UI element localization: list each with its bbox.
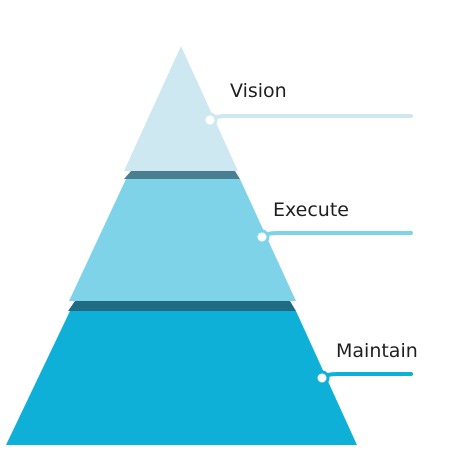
pyramid-band-1 xyxy=(124,171,240,179)
label-execute: Execute xyxy=(273,199,349,221)
pyramid-level-maintain xyxy=(6,311,357,445)
connector-execute xyxy=(254,229,413,245)
connector-maintain xyxy=(314,370,413,386)
label-vision: Vision xyxy=(230,80,287,102)
pyramid-level-execute xyxy=(69,179,296,301)
pyramid-level-vision xyxy=(124,46,238,171)
connector-vision xyxy=(202,112,413,128)
label-maintain: Maintain xyxy=(336,340,418,362)
pyramid-band-2 xyxy=(68,301,296,311)
